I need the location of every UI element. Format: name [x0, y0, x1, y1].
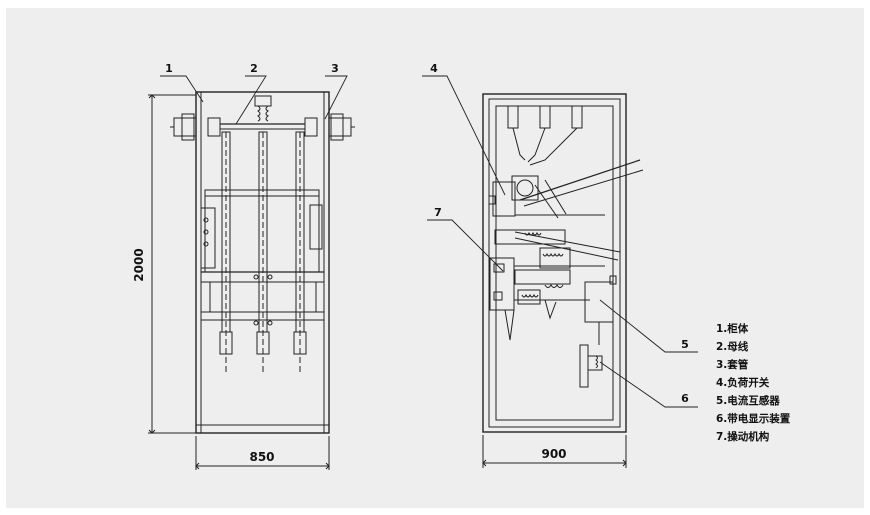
legend-item: 1.柜体 — [716, 323, 749, 335]
dimension-width-side: 900 — [541, 447, 566, 461]
legend-item: 3.套管 — [716, 359, 749, 371]
callout-4: 4 — [430, 62, 438, 75]
drawing-panel — [6, 8, 864, 508]
side-view — [482, 93, 644, 433]
callout-7: 7 — [434, 206, 442, 219]
dimension-width-front: 850 — [249, 450, 274, 464]
legend-item: 2.母线 — [716, 341, 749, 353]
bushing-left — [170, 113, 221, 141]
side-dimensions — [482, 435, 627, 468]
legend-item: 7.操动机构 — [716, 431, 770, 443]
bushing-right — [304, 113, 355, 141]
callout-1: 1 — [165, 62, 173, 75]
legend-item: 5.电流互感器 — [716, 395, 780, 407]
front-view — [170, 91, 355, 434]
side-bushings — [507, 105, 583, 166]
parts-legend: 1.柜体 2.母线 3.套管 4.负荷开关 5.电流互感器 6.带电显示装置 7… — [716, 320, 790, 446]
front-dimensions — [148, 94, 330, 470]
callout-3: 3 — [331, 62, 339, 75]
callout-5: 5 — [681, 338, 689, 351]
callout-2: 2 — [250, 62, 258, 75]
dimension-height: 2000 — [132, 248, 146, 281]
legend-item: 4.负荷开关 — [716, 377, 770, 389]
callout-6: 6 — [681, 392, 689, 405]
leader-lines — [160, 75, 698, 408]
legend-item: 6.带电显示装置 — [716, 413, 791, 425]
